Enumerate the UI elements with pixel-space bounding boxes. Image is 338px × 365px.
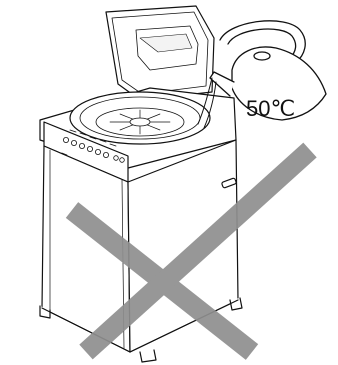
temperature-label: 50℃ <box>246 98 295 120</box>
